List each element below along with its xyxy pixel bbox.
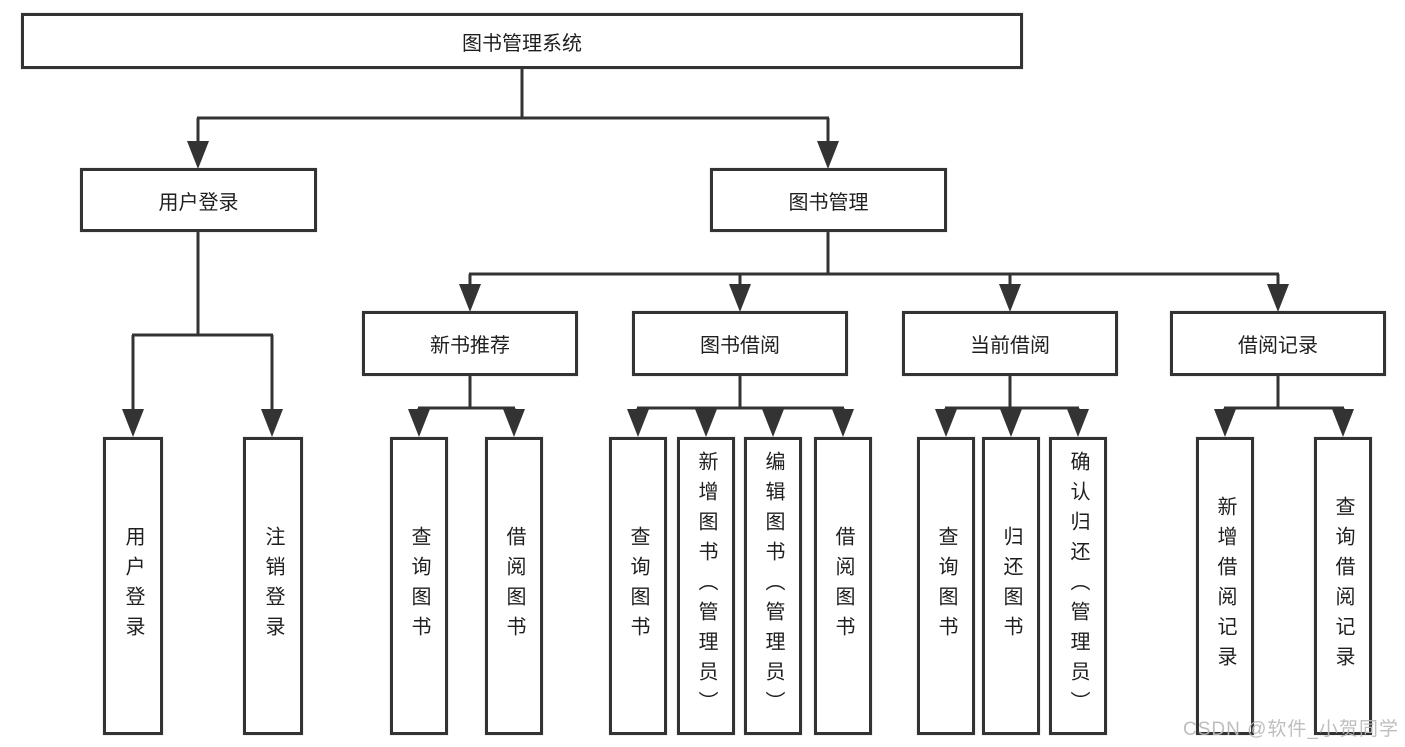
leaf-label: 查询图书 <box>408 526 430 646</box>
node-book-management: 图书管理 <box>710 168 947 232</box>
arrowhead-icon <box>187 141 209 169</box>
arrowhead-icon <box>817 141 839 169</box>
leaf-add-borrow-record: 新增借阅记录 <box>1196 437 1254 735</box>
leaf-user-login: 用户登录 <box>103 437 163 735</box>
leaf-label: 确认归还（管理员） <box>1067 451 1089 721</box>
arrowhead-icon <box>503 409 525 437</box>
arrowhead-icon <box>459 284 481 312</box>
arrowhead-icon <box>1214 409 1236 437</box>
connector-mgmt-to-level3 <box>468 232 1280 287</box>
arrowhead-icon <box>1267 284 1289 312</box>
leaf-query-borrow-record: 查询借阅记录 <box>1314 437 1372 735</box>
leaf-label: 查询借阅记录 <box>1332 496 1354 676</box>
leaf-borrow-books-1: 借阅图书 <box>485 437 543 735</box>
leaf-query-books-1: 查询图书 <box>390 437 448 735</box>
leaf-label: 借阅图书 <box>832 526 854 646</box>
node-system-root: 图书管理系统 <box>21 13 1023 69</box>
arrowhead-icon <box>1000 409 1022 437</box>
arrowhead-icon <box>999 284 1021 312</box>
node-current-borrow: 当前借阅 <box>902 311 1118 376</box>
leaf-label: 编辑图书（管理员） <box>762 451 784 721</box>
arrowhead-icon <box>695 409 717 437</box>
arrowhead-icon <box>122 409 144 437</box>
leaf-label: 借阅图书 <box>503 526 525 646</box>
leaf-logout: 注销登录 <box>243 437 303 735</box>
arrowhead-icon <box>1067 409 1089 437</box>
node-borrow-records: 借阅记录 <box>1170 311 1386 376</box>
arrowhead-icon <box>261 409 283 437</box>
node-user-login: 用户登录 <box>80 168 317 232</box>
leaf-label: 用户登录 <box>122 526 144 646</box>
leaf-return-book: 归还图书 <box>982 437 1040 735</box>
leaf-query-books-3: 查询图书 <box>917 437 975 735</box>
connector-recommend-to-leaves <box>417 376 516 414</box>
leaf-label: 归还图书 <box>1000 526 1022 646</box>
csdn-watermark: CSDN @软件_小贺同学 <box>1183 719 1399 740</box>
leaf-add-book-admin: 新增图书（管理员） <box>677 437 735 735</box>
arrowhead-icon <box>408 409 430 437</box>
leaf-label: 新增借阅记录 <box>1214 496 1236 676</box>
arrowhead-icon <box>762 409 784 437</box>
arrowhead-icon <box>627 409 649 437</box>
leaf-edit-book-admin: 编辑图书（管理员） <box>744 437 802 735</box>
connector-borrow-to-leaves <box>636 376 845 414</box>
connector-root-to-level2 <box>196 68 830 144</box>
node-new-book-recommend: 新书推荐 <box>362 311 578 376</box>
arrowhead-icon <box>729 284 751 312</box>
connector-records-to-leaves <box>1223 376 1345 414</box>
leaf-label: 查询图书 <box>627 526 649 646</box>
connector-login-to-leaves <box>131 232 274 412</box>
leaf-query-books-2: 查询图书 <box>609 437 667 735</box>
leaf-label: 查询图书 <box>935 526 957 646</box>
leaf-label: 注销登录 <box>262 526 284 646</box>
arrowhead-icon <box>832 409 854 437</box>
arrowhead-icon <box>1332 409 1354 437</box>
node-book-borrow: 图书借阅 <box>632 311 848 376</box>
leaf-borrow-books-2: 借阅图书 <box>814 437 872 735</box>
leaf-confirm-return-admin: 确认归还（管理员） <box>1049 437 1107 735</box>
connector-current-to-leaves <box>944 376 1080 414</box>
arrowhead-icon <box>935 409 957 437</box>
leaf-label: 新增图书（管理员） <box>695 451 717 721</box>
